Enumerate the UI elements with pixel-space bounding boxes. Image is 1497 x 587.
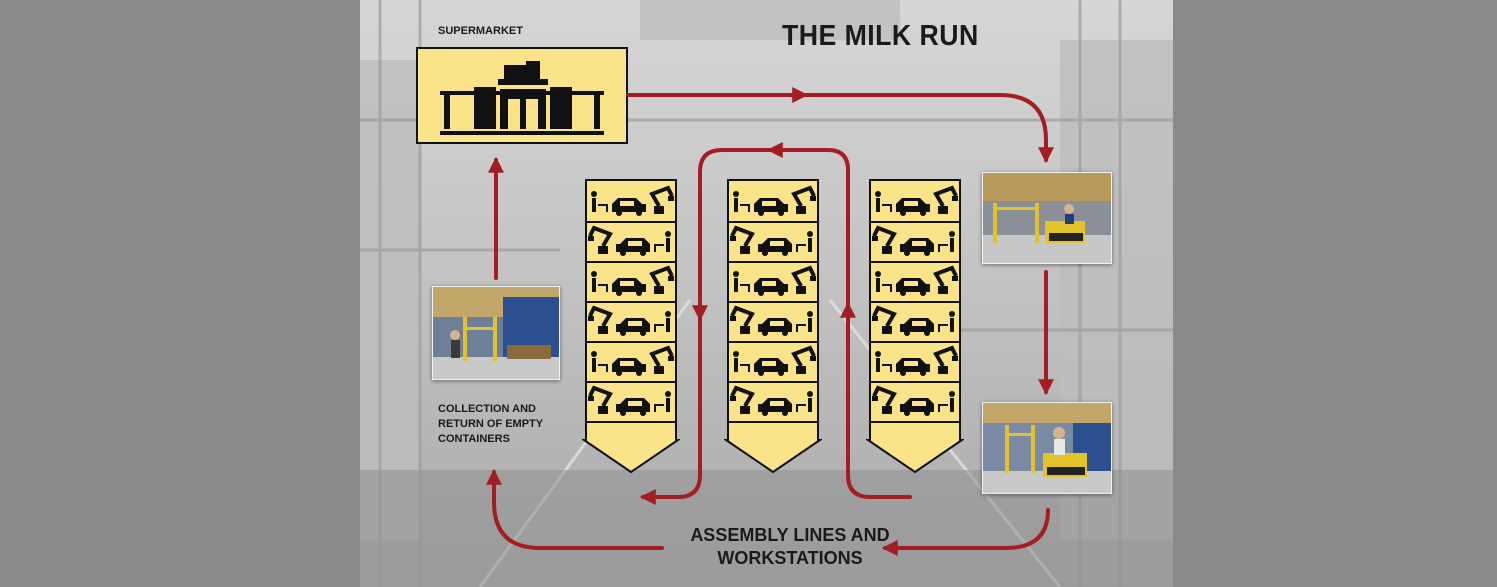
photo-tugger-collection <box>432 286 560 380</box>
workstation-icon <box>591 185 674 216</box>
assembly-label-line-1: ASSEMBLY LINES AND <box>690 525 890 545</box>
workstation-icon <box>875 345 958 376</box>
workstation-icon <box>733 345 816 376</box>
route-arrow-to-assembly <box>881 508 1050 556</box>
workstation-icon <box>588 305 671 336</box>
milk-run-diagram: THE MILK RUN SUPERMARKET COLLECTION AND … <box>360 0 1173 587</box>
store-icon <box>440 61 604 135</box>
workstation-icon <box>733 265 816 296</box>
workstation-icon <box>875 265 958 296</box>
assembly-lane-1 <box>582 179 680 474</box>
route-arrow-return-empties <box>486 468 664 550</box>
workstation-icon <box>872 305 955 336</box>
workstation-icon <box>733 185 816 216</box>
workstation-icon <box>591 265 674 296</box>
workstation-icon <box>730 225 813 256</box>
workstation-icon <box>872 385 955 416</box>
assembly-label-line-2: WORKSTATIONS <box>717 548 863 568</box>
route-arrow-supermarket-to-lines <box>626 93 1054 164</box>
milk-run-flow-arrows <box>486 87 1054 556</box>
photo-tugger-driver <box>982 402 1112 494</box>
diagram-title: THE MILK RUN <box>782 20 979 52</box>
workstation-icon <box>730 385 813 416</box>
workstation-icon <box>872 225 955 256</box>
assembly-lane-3 <box>866 179 964 474</box>
assembly-lane-2 <box>724 179 822 474</box>
collection-label: COLLECTION AND RETURN OF EMPTY CONTAINER… <box>438 403 543 445</box>
workstation-icon <box>588 385 671 416</box>
workstation-icon <box>730 305 813 336</box>
workstation-icon <box>588 225 671 256</box>
assembly-label: ASSEMBLY LINES AND WORKSTATIONS <box>660 524 920 570</box>
workstation-icon <box>875 185 958 216</box>
route-arrow-lane-loop <box>639 148 912 505</box>
photo-tugger-delivery <box>982 172 1112 264</box>
supermarket-label: SUPERMARKET <box>438 25 523 37</box>
workstation-icon <box>591 345 674 376</box>
